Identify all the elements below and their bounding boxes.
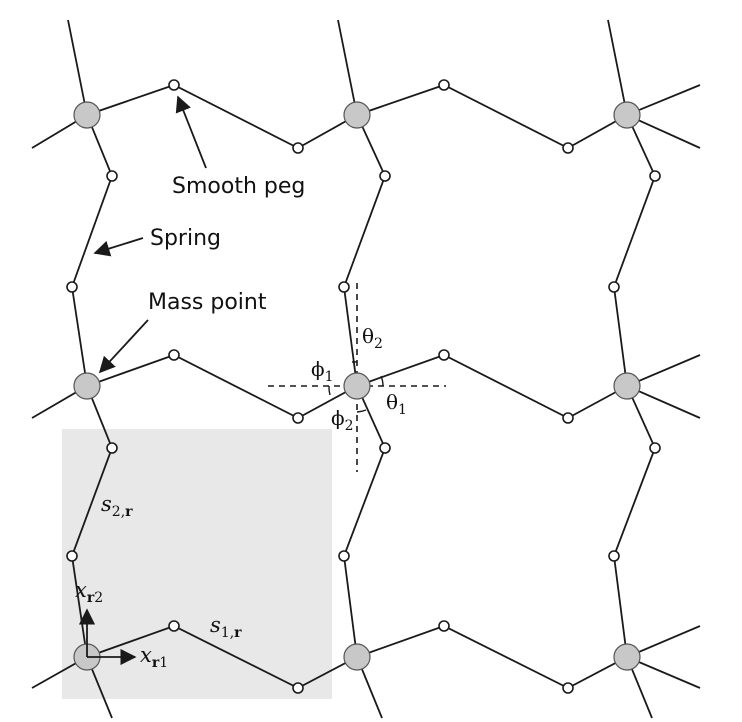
peg [106, 170, 118, 182]
peg [338, 281, 350, 293]
unit-cell [62, 429, 332, 699]
peg [168, 349, 180, 361]
peg [66, 550, 78, 562]
mass-point [613, 101, 641, 129]
peg [438, 349, 450, 361]
peg [106, 442, 118, 454]
peg [292, 142, 304, 154]
peg [66, 281, 78, 293]
phi2-label: ϕ2 [331, 406, 354, 434]
theta2-label: θ2 [362, 324, 383, 352]
peg [168, 79, 180, 91]
spring-label: Spring [150, 226, 221, 251]
smooth-pegs [66, 79, 661, 694]
peg [292, 682, 304, 694]
peg [379, 442, 391, 454]
s2r-label: s2,r [101, 492, 133, 520]
s1r-label: s1,r [210, 613, 242, 641]
angle-arcs [328, 361, 384, 413]
mass-point [343, 372, 371, 400]
peg [608, 550, 620, 562]
mass-point [343, 643, 371, 671]
coordinate-axes [78, 608, 137, 666]
peg [379, 170, 391, 182]
mass-point [613, 372, 641, 400]
mass-point-label: Mass point [148, 290, 267, 315]
edge-stubs [626, 114, 701, 689]
theta1-label: θ1 [386, 390, 407, 418]
xr2-label: xr2 [75, 578, 103, 606]
smooth-peg-label: Smooth peg [172, 174, 305, 199]
peg [608, 281, 620, 293]
mass-point [73, 101, 101, 129]
peg [562, 682, 574, 694]
spring-arrow [93, 237, 144, 257]
mass-point-arrow [98, 319, 149, 374]
phi1-label: ϕ1 [311, 357, 334, 385]
annotation-arrows [93, 95, 207, 374]
peg [562, 142, 574, 154]
peg [438, 79, 450, 91]
smooth-peg-arrow [175, 95, 207, 169]
mass-point [73, 372, 101, 400]
mass-point [343, 101, 371, 129]
peg [649, 170, 661, 182]
peg [649, 442, 661, 454]
mass-point [613, 643, 641, 671]
peg [168, 620, 180, 632]
peg [292, 412, 304, 424]
xr1-label: xr1 [140, 643, 168, 671]
peg [338, 550, 350, 562]
peg [562, 412, 574, 424]
peg [438, 620, 450, 632]
mass-points [73, 101, 641, 671]
